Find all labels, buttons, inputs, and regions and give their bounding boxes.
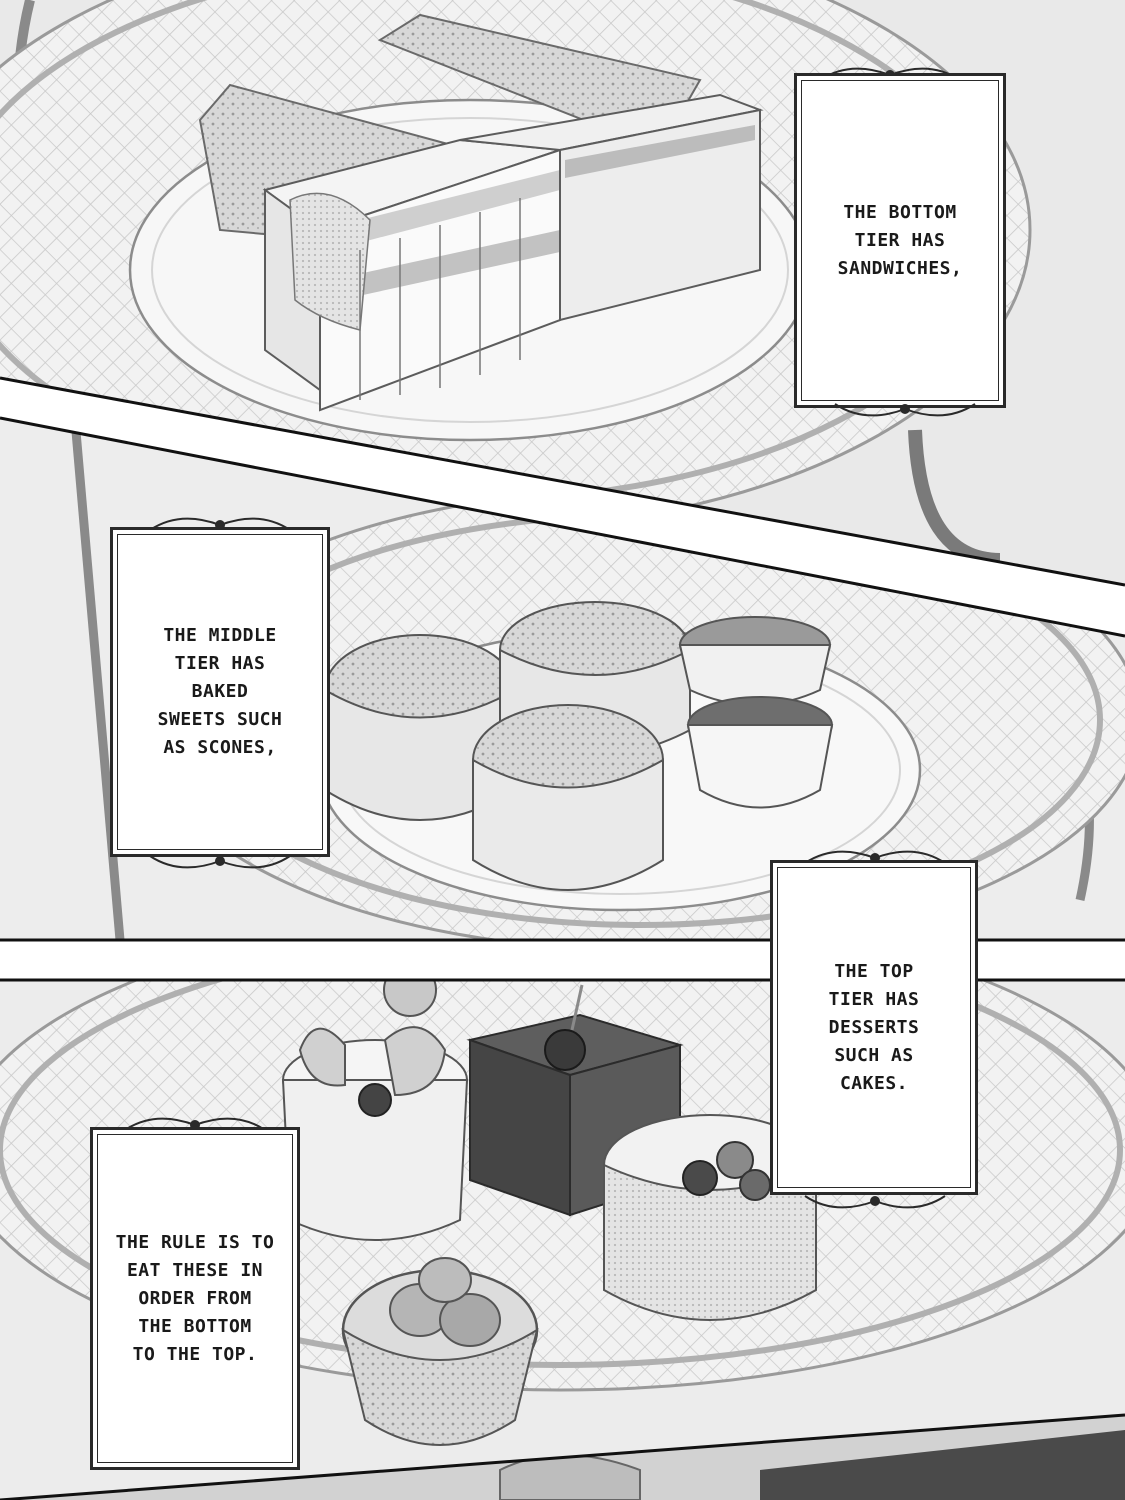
ornament-flourish-icon bbox=[804, 1195, 946, 1209]
ornament-flourish-icon bbox=[834, 403, 976, 417]
caption-box-middle-tier: THE MIDDLE TIER HAS BAKED SWEETS SUCH AS… bbox=[110, 527, 330, 857]
caption-box-top-tier: THE TOP TIER HAS DESSERTS SUCH AS CAKES. bbox=[770, 860, 978, 1195]
caption-box-bottom-tier: THE BOTTOM TIER HAS SANDWICHES, bbox=[794, 73, 1006, 408]
caption-text-bottom-tier: THE BOTTOM TIER HAS SANDWICHES, bbox=[837, 201, 963, 279]
caption-box-eating-rule: THE RULE IS TO EAT THESE IN ORDER FROM T… bbox=[90, 1127, 300, 1470]
ornament-flourish-icon bbox=[149, 855, 291, 869]
caption-text-eating-rule: THE RULE IS TO EAT THESE IN ORDER FROM T… bbox=[115, 1231, 275, 1365]
caption-text-top-tier: THE TOP TIER HAS DESSERTS SUCH AS CAKES. bbox=[828, 960, 920, 1094]
caption-text-middle-tier: THE MIDDLE TIER HAS BAKED SWEETS SUCH AS… bbox=[157, 625, 283, 758]
